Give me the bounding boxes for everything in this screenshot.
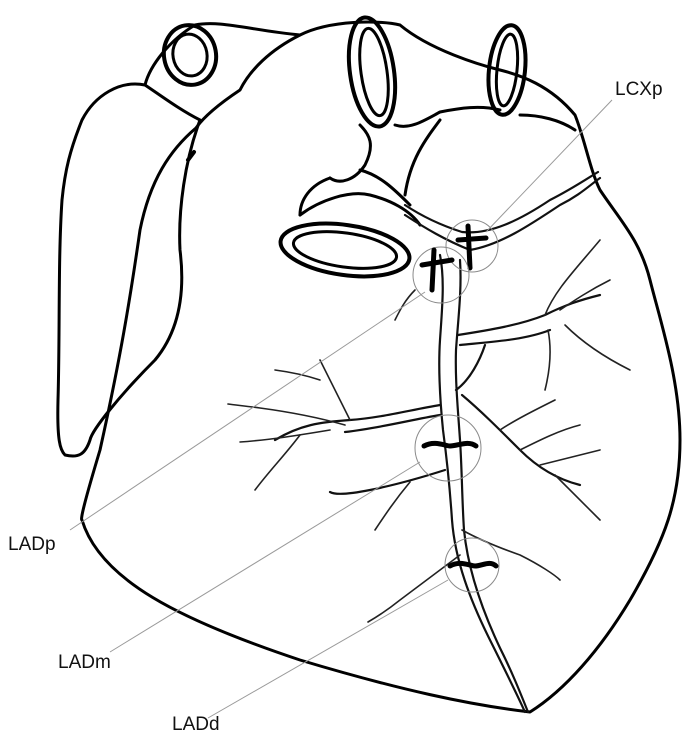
ladp-label: LADp xyxy=(8,534,56,555)
ladm-label: LADm xyxy=(58,652,111,673)
ladm-leader xyxy=(110,462,420,652)
ladd-label: LADd xyxy=(172,714,220,735)
lcxp-label: LCXp xyxy=(615,79,663,100)
great-vessels xyxy=(159,14,575,283)
ladd-leader xyxy=(208,580,448,718)
labels: LCXp LADp LADm LADd xyxy=(8,79,663,735)
stenosis-markers xyxy=(413,220,499,592)
ladm-clamp xyxy=(424,443,476,446)
heart-outline xyxy=(58,22,680,712)
ladd-clamp xyxy=(450,563,496,566)
